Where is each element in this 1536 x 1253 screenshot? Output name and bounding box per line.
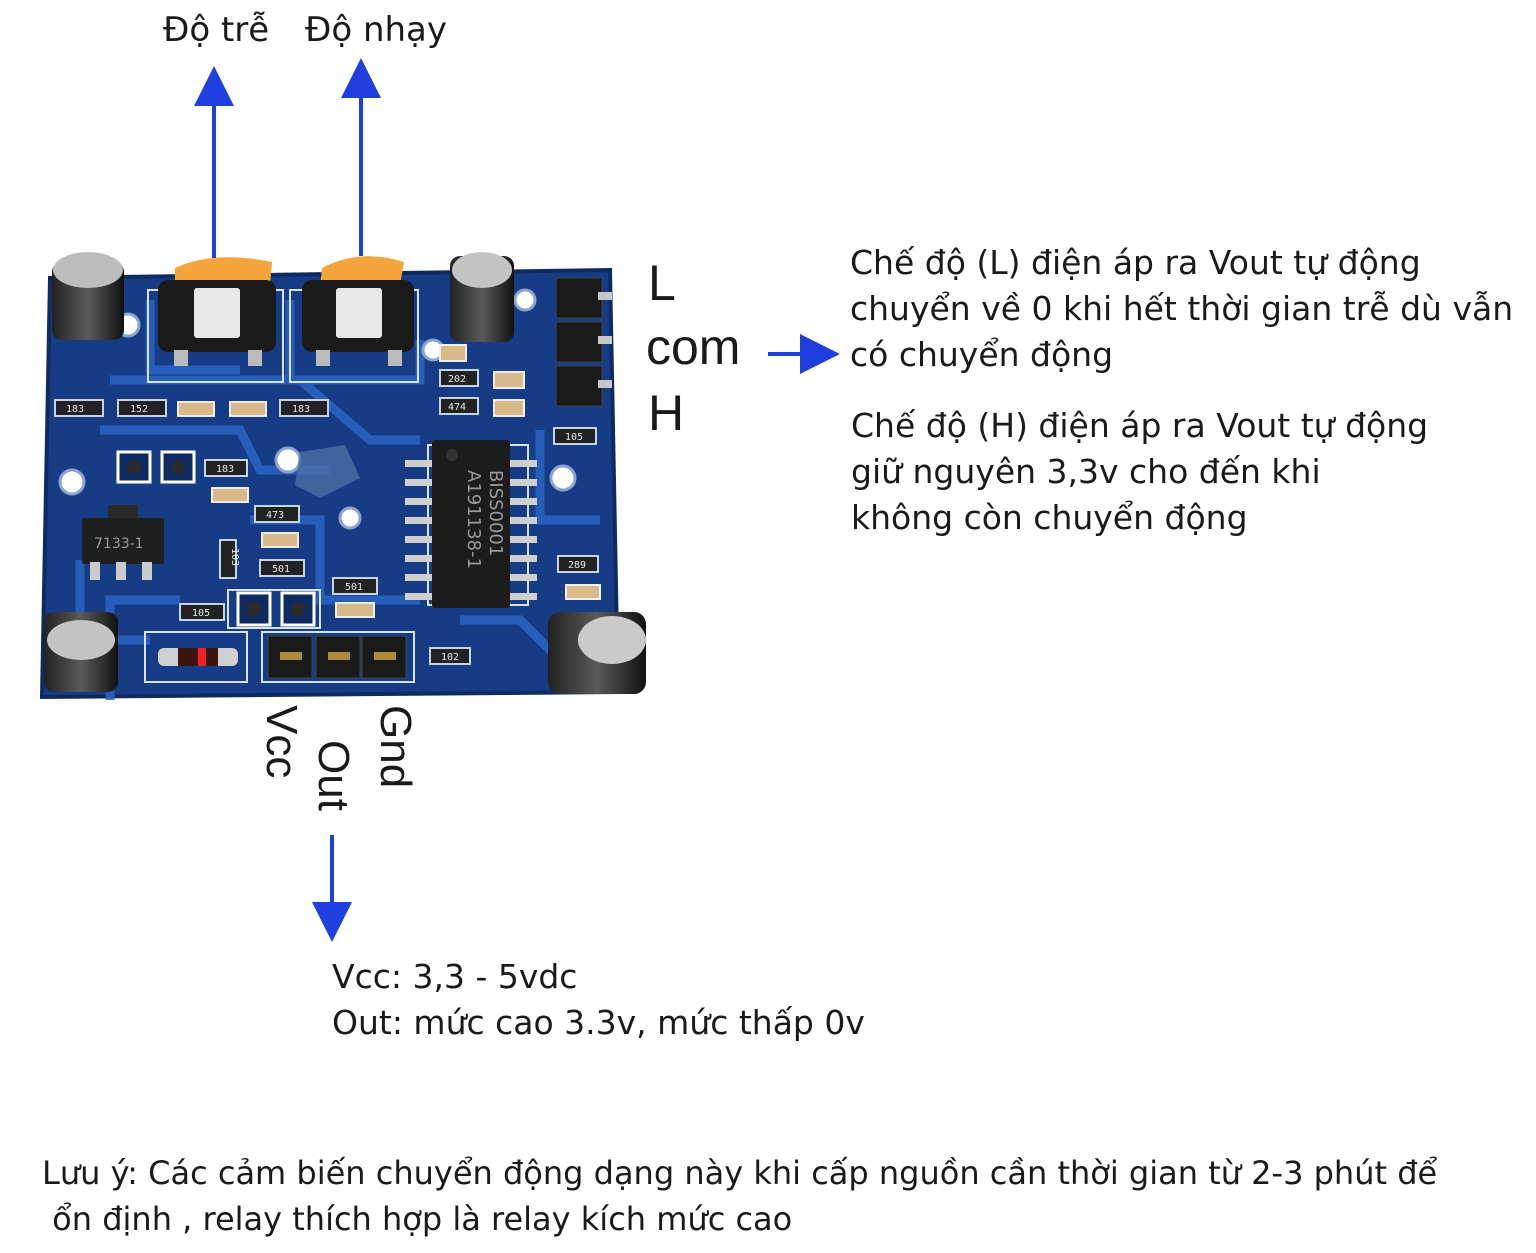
spec-out: Out: mức cao 3.3v, mức thấp 0v: [332, 1003, 865, 1042]
regulator-marking: 7133-1: [94, 536, 144, 552]
pin-label-out: Out: [309, 740, 358, 811]
jumper-header-l-h: [555, 277, 612, 407]
potentiometer-sensitivity: [302, 256, 414, 366]
marking-r13: 105: [192, 608, 210, 619]
marking-r11: 501: [345, 582, 363, 593]
marking-r5: 474: [448, 402, 466, 413]
biss0001-chip: BISS0001 A191138-1: [405, 440, 537, 608]
marking-r7: 183: [216, 464, 234, 475]
marking-r4: 202: [448, 374, 466, 385]
note: Lưu ý: Các cảm biến chuyển động dạng này…: [42, 1150, 1437, 1242]
marking-r1: 183: [66, 404, 84, 415]
marking-r3: 183: [292, 404, 310, 415]
resistor-markings: 183 152 183 202 474 105 183 473 103 501 …: [66, 374, 586, 663]
potentiometer-delay: [158, 257, 276, 366]
mode-l-line-2: chuyển về 0 khi hết thời gian trễ dù vẫn: [850, 289, 1514, 328]
mode-h-line-2: giữ nguyên 3,3v cho đến khi: [851, 452, 1321, 491]
delay-label: Độ trễ: [163, 10, 270, 50]
pin-label-h: H: [648, 385, 685, 441]
mode-h-description: Chế độ (H) điện áp ra Vout tự động giữ n…: [851, 403, 1428, 541]
chip-marking-line1: BISS0001: [485, 470, 506, 556]
mode-l-description: Chế độ (L) điện áp ra Vout tự động chuyể…: [850, 240, 1513, 378]
marking-r2: 152: [130, 404, 148, 415]
mode-l-line-3: có chuyển động: [850, 335, 1114, 374]
specs: Vcc: 3,3 - 5vdc Out: mức cao 3.3v, mức t…: [332, 954, 865, 1046]
marking-r10: 501: [272, 564, 290, 575]
note-line-2: ổn định , relay thích hợp là relay kích …: [42, 1200, 793, 1238]
mode-l-line-1: Chế độ (L) điện áp ra Vout tự động: [850, 243, 1421, 282]
sensitivity-label: Độ nhạy: [305, 10, 448, 50]
marking-r14: 102: [441, 652, 459, 663]
chip-marking-line2: A191138-1: [463, 470, 484, 569]
pin-label-vcc: Vcc: [257, 705, 306, 779]
marking-r8: 473: [266, 510, 284, 521]
electrolytic-capacitors: [44, 252, 646, 694]
pin-label-com: com: [646, 319, 741, 375]
pin-label-gnd: Gnd: [371, 705, 420, 789]
diode: [158, 648, 238, 666]
header-vcc-out-gnd: [267, 635, 407, 679]
marking-r12: 289: [568, 560, 586, 571]
arrows: [194, 58, 840, 942]
spec-vcc: Vcc: 3,3 - 5vdc: [332, 957, 578, 996]
voltage-regulator: 7133-1: [82, 505, 164, 580]
note-line-1: Lưu ý: Các cảm biến chuyển động dạng này…: [42, 1154, 1438, 1192]
mode-h-line-3: không còn chuyển động: [851, 498, 1248, 537]
smd-resistors: [54, 344, 601, 665]
pin-label-l: L: [648, 255, 676, 311]
marking-r6: 105: [565, 432, 583, 443]
marking-r9: 103: [229, 548, 240, 566]
mode-h-line-1: Chế độ (H) điện áp ra Vout tự động: [851, 406, 1429, 445]
